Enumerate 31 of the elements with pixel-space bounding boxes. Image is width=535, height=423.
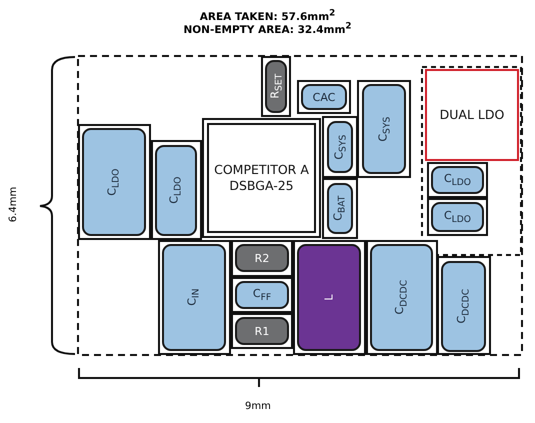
capacitor-pad: [370, 244, 433, 351]
chip-body: [207, 123, 316, 233]
capacitor-pad: [441, 261, 486, 352]
capacitor-pad: [431, 166, 484, 194]
capacitor-pad: [327, 183, 353, 234]
area-note: NON-EMPTY AREA: 32.4mm$^{2}$: [183, 24, 352, 36]
component-label: COMPETITOR A DSBGA-25: [213, 162, 310, 194]
component-label: C$_{LDO}$: [444, 172, 472, 188]
component-label: DUAL LDO: [438, 106, 506, 124]
inductor-pad: [297, 244, 361, 351]
component-label: C$_{LDO}$: [444, 210, 472, 224]
capacitor-pad: [155, 145, 197, 236]
resistor-pad: [235, 244, 289, 272]
resistor-pad: [235, 317, 289, 345]
component-label: C$_{FF}$: [252, 288, 272, 302]
capacitor-pad: [235, 281, 289, 309]
dimension-label: 6.4mm: [8, 186, 20, 222]
ldo-footprint: [425, 69, 519, 161]
capacitor-pad: [162, 244, 226, 351]
component-label: L: [324, 294, 334, 301]
component-label: R2: [254, 252, 270, 264]
area-note: AREA TAKEN: 57.6mm$^{2}$: [200, 10, 336, 22]
dimension-label: 9mm: [245, 401, 271, 412]
capacitor-pad: [431, 202, 484, 232]
component-label: CAC: [312, 92, 336, 102]
capacitor-pad: [362, 84, 406, 174]
capacitor-pad: [82, 128, 146, 236]
resistor-pad: [265, 60, 287, 113]
capacitor-pad: [327, 121, 353, 173]
component-label: R1: [254, 326, 270, 336]
capacitor-pad: [301, 84, 347, 110]
